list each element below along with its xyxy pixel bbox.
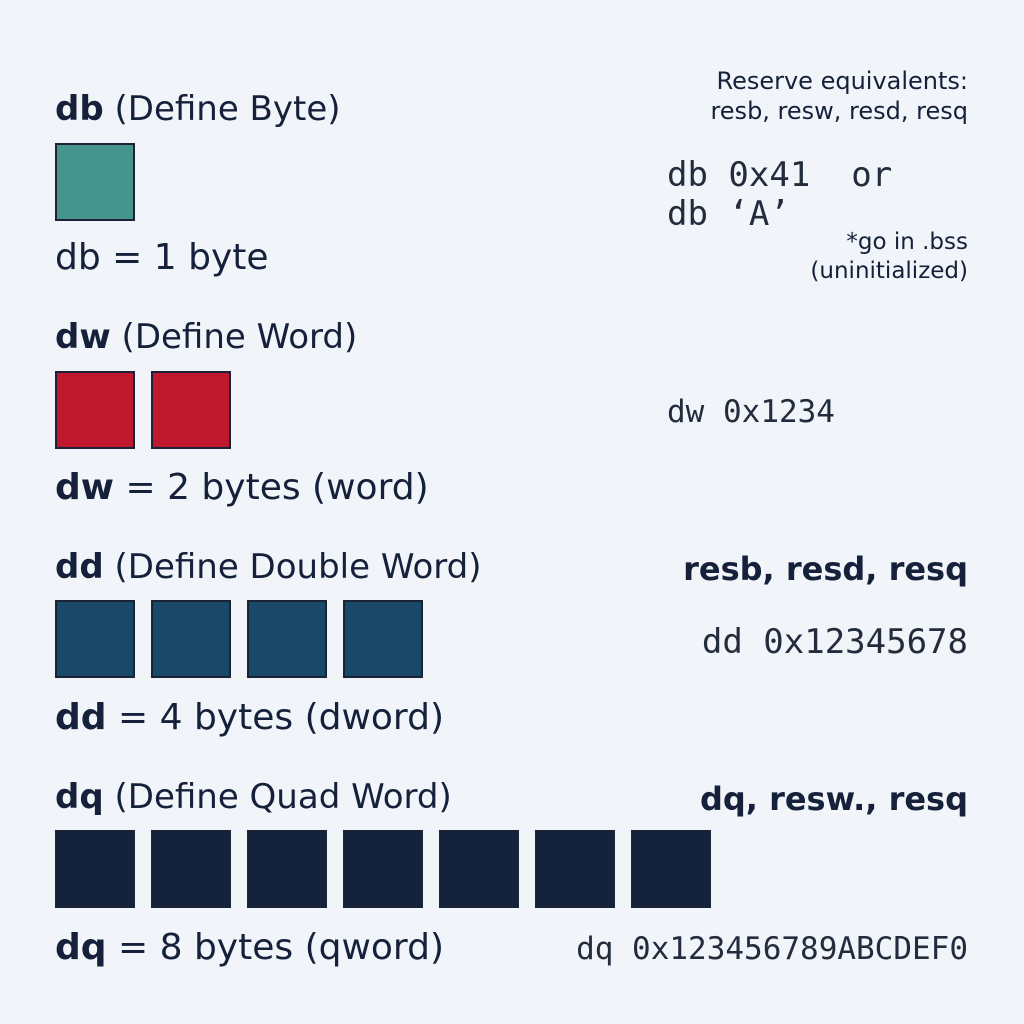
dd-size-keyword: dd [55,697,107,738]
dd-heading-text: (Define Double Word) [103,547,482,587]
bss-note-line2: (uninitialized) [810,257,968,284]
db-example-2: db ‘A’ [667,194,790,234]
db-size-text: = 1 byte [100,237,269,278]
dq-byte-block [247,830,327,908]
dw-heading-text: (Define Word) [110,317,358,357]
dq-byte-block [151,830,231,908]
dq-size-label: dq = 8 bytes (qword) [55,930,444,966]
db-heading: db (Define Byte) [55,92,341,126]
db-byte-blocks [55,143,135,221]
dq-size-text: = 8 bytes (qword) [106,927,444,968]
dq-byte-block [439,830,519,908]
dd-keyword: dd [55,547,104,587]
dw-byte-blocks [55,371,231,449]
dw-size-text: = 2 bytes (word) [114,467,429,508]
dd-example: dd 0x12345678 [701,622,968,662]
bss-note: *go in .bss (uninitialized) [810,228,968,286]
dd-byte-block [247,600,327,678]
dd-byte-block [55,600,135,678]
reserve-note-title: Reserve equivalents: [716,67,968,95]
dd-byte-block [151,600,231,678]
dw-size-keyword: dw [55,467,115,508]
dd-byte-blocks [55,600,423,678]
db-example-1: db 0x41 or [667,155,893,195]
db-keyword: db [55,89,104,129]
reserve-note-list: resb, resw, resd, resq [710,97,968,125]
dq-heading: dq (Define Quad Word) [55,780,452,814]
dq-byte-block [55,830,135,908]
dd-heading: dd (Define Double Word) [55,550,482,584]
dq-reserve-label: dq, resw., resq [699,780,968,818]
dd-byte-block [343,600,423,678]
dw-byte-block [151,371,231,449]
dd-size-text: = 4 bytes (dword) [106,697,444,738]
dq-byte-block [343,830,423,908]
dw-byte-block [55,371,135,449]
dq-example: dq 0x123456789ABCDEF0 [576,931,968,967]
bss-note-line1: *go in .bss [846,229,968,255]
dq-byte-blocks [55,830,711,908]
db-size-label: db = 1 byte [55,240,269,276]
dq-heading-text: (Define Quad Word) [103,777,452,817]
db-size-keyword: db [55,237,101,278]
dq-byte-block [535,830,615,908]
dq-size-keyword: dq [55,927,107,968]
dq-keyword: dq [55,777,104,817]
reserve-equivalents-note: Reserve equivalents: resb, resw, resd, r… [710,66,968,126]
dd-reserve-label: resb, resd, resq [683,550,968,588]
dw-size-label: dw = 2 bytes (word) [55,470,429,506]
dd-size-label: dd = 4 bytes (dword) [55,700,444,736]
dq-byte-block [631,830,711,908]
db-byte-block [55,143,135,221]
dw-example: dw 0x1234 [667,394,835,430]
db-heading-text: (Define Byte) [103,89,341,129]
dw-keyword: dw [55,317,111,357]
dw-heading: dw (Define Word) [55,320,357,354]
